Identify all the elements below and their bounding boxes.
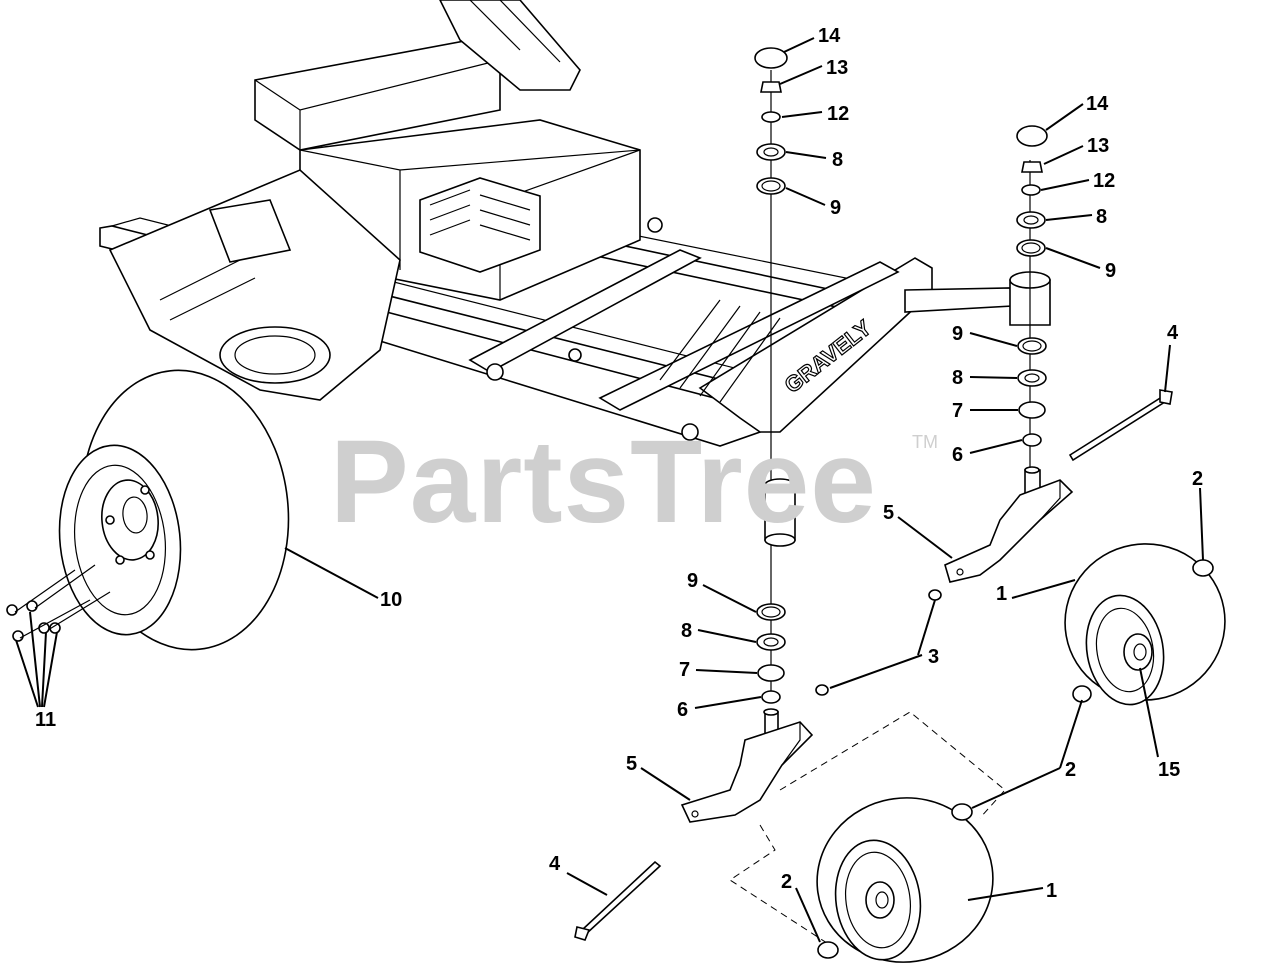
spacer-part bbox=[761, 690, 781, 704]
callout-labels: 14 13 12 8 9 14 13 12 8 9 4 9 8 7 6 2 5 … bbox=[35, 25, 1203, 902]
spacer-part bbox=[1022, 433, 1042, 447]
callout-9-right-lower: 9 bbox=[952, 323, 963, 345]
callout-15: 15 bbox=[1158, 759, 1180, 781]
race-part bbox=[1016, 239, 1046, 257]
callout-9-left-upper: 9 bbox=[830, 197, 841, 219]
callout-8-left-upper: 8 bbox=[832, 149, 843, 171]
callout-13-right: 13 bbox=[1087, 135, 1109, 157]
callout-5-left: 5 bbox=[626, 753, 637, 775]
callout-12-right: 12 bbox=[1093, 170, 1115, 192]
watermark-trademark: TM bbox=[912, 432, 938, 452]
wheel-spacer bbox=[951, 803, 973, 821]
left-lower-hardware-stack bbox=[756, 603, 786, 704]
callout-7-left-lower: 7 bbox=[679, 659, 690, 681]
callout-2-upper-right: 2 bbox=[1192, 468, 1203, 490]
bearing-part bbox=[756, 143, 786, 161]
left-caster-fork bbox=[680, 708, 814, 823]
callout-8-right-upper: 8 bbox=[1096, 206, 1107, 228]
callout-6-right-lower: 6 bbox=[952, 444, 963, 466]
lug-nuts bbox=[6, 564, 111, 642]
callout-4-lower: 4 bbox=[549, 853, 561, 875]
callout-4-upper: 4 bbox=[1167, 322, 1179, 344]
wheel-spacer bbox=[1072, 685, 1092, 703]
rear-drive-tire bbox=[58, 369, 290, 651]
callout-2-middle: 2 bbox=[1065, 759, 1076, 781]
right-upper-hardware-stack bbox=[1016, 125, 1048, 257]
washer-part bbox=[1021, 184, 1041, 196]
watermark-text: PartsTree bbox=[330, 416, 877, 548]
callout-5-right: 5 bbox=[883, 502, 894, 524]
nut-part bbox=[1021, 161, 1043, 173]
bearing-part bbox=[1017, 369, 1047, 387]
right-caster-fork bbox=[944, 466, 1074, 583]
callout-12-left: 12 bbox=[827, 103, 849, 125]
seal-part bbox=[757, 664, 785, 682]
grease-fitting bbox=[815, 684, 829, 696]
leader-lines bbox=[15, 37, 1204, 943]
callout-9-left-lower: 9 bbox=[687, 570, 698, 592]
callout-6-left-lower: 6 bbox=[677, 699, 688, 721]
callout-13-left: 13 bbox=[826, 57, 848, 79]
right-caster-wheel bbox=[1064, 543, 1226, 706]
washer-part bbox=[761, 111, 781, 123]
left-caster-wheel bbox=[816, 797, 994, 963]
seal-part bbox=[1018, 401, 1046, 419]
callout-3: 3 bbox=[928, 646, 939, 668]
callout-8-left-lower: 8 bbox=[681, 620, 692, 642]
callout-10: 10 bbox=[380, 589, 402, 611]
wheel-spacer bbox=[817, 941, 839, 959]
wheel-spacer bbox=[1192, 559, 1214, 577]
callout-1-right: 1 bbox=[996, 583, 1007, 605]
left-upper-hardware-stack bbox=[754, 47, 788, 195]
grease-fitting bbox=[928, 589, 942, 601]
dust-cap-part bbox=[754, 47, 788, 69]
race-part bbox=[756, 177, 786, 195]
dust-cap-part bbox=[1016, 125, 1048, 147]
callout-11: 11 bbox=[35, 709, 56, 731]
callout-1-left: 1 bbox=[1046, 880, 1057, 902]
callout-14-right: 14 bbox=[1086, 93, 1109, 115]
assembly-dash-lines bbox=[729, 711, 1006, 946]
callout-7-right-lower: 7 bbox=[952, 400, 963, 422]
axle-bolt-upper bbox=[1068, 389, 1173, 462]
bearing-part bbox=[1016, 211, 1046, 229]
callout-2-lower: 2 bbox=[781, 871, 792, 893]
axle-bolt-lower bbox=[574, 860, 662, 941]
race-part bbox=[1017, 337, 1047, 355]
callout-8-right-lower: 8 bbox=[952, 367, 963, 389]
bearing-part bbox=[756, 633, 786, 651]
callout-14-left: 14 bbox=[818, 25, 841, 47]
callout-9-right-upper: 9 bbox=[1105, 260, 1116, 282]
nut-part bbox=[760, 81, 782, 93]
right-lower-hardware-stack bbox=[1017, 337, 1047, 447]
race-part bbox=[756, 603, 786, 621]
